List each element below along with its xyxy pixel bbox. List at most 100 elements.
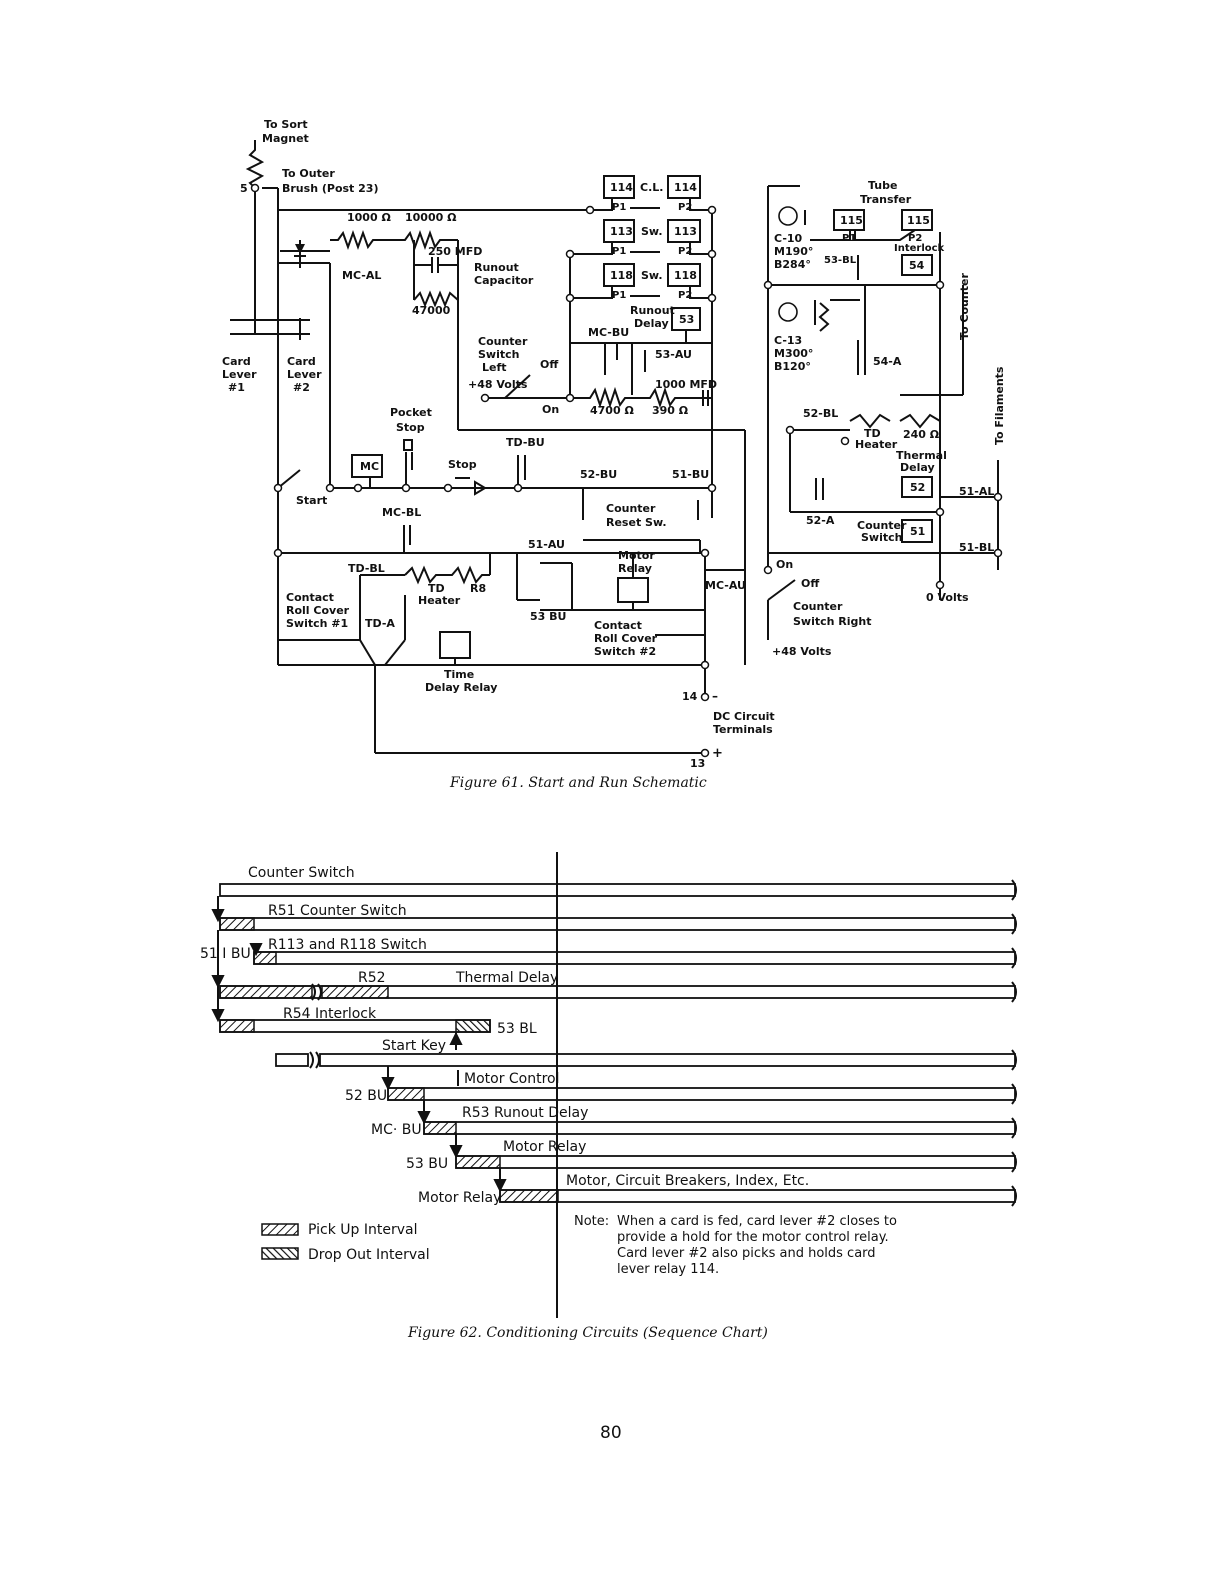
label-td-right: TD bbox=[864, 427, 881, 440]
label-r240: 240 Ω bbox=[903, 428, 940, 441]
label-mc-au: MC-AU bbox=[705, 579, 746, 592]
relay-points-stack bbox=[569, 175, 713, 518]
label-runout-delay-b: Delay bbox=[634, 317, 669, 330]
label-b284: B284° bbox=[774, 258, 811, 271]
label-card-lever2-c: #2 bbox=[293, 381, 310, 394]
label-p2-115: P2 bbox=[908, 233, 922, 244]
label-motor-relay-a: Motor bbox=[618, 549, 655, 562]
label-counter-switch-right-b: Switch bbox=[861, 531, 902, 544]
label-p1-115: P1 bbox=[842, 233, 856, 244]
label-counter-reset-a: Counter bbox=[606, 502, 656, 515]
label-runout: Runout bbox=[474, 261, 519, 274]
label-51-au: 51-AU bbox=[528, 538, 565, 551]
pickup-52bu bbox=[387, 1087, 425, 1101]
label-mc-bu: MC-BU bbox=[588, 326, 629, 339]
label-pocket: Pocket bbox=[390, 406, 432, 419]
label-tube: Tube bbox=[868, 179, 897, 192]
label-relay-113-p1: 113 bbox=[610, 225, 633, 238]
label-53-au: 53-AU bbox=[655, 348, 692, 361]
pickup-motor-relay bbox=[499, 1189, 559, 1203]
pickup-53bu bbox=[455, 1155, 501, 1169]
note-head: Note: bbox=[574, 1214, 609, 1229]
bar-motor-control bbox=[387, 1087, 1016, 1101]
label-runout-delay-a: Runout bbox=[630, 304, 675, 317]
pickup-r52-a bbox=[219, 985, 313, 999]
sequence-chart: Counter Switch R51 Counter Switch R113 a… bbox=[200, 852, 1017, 1341]
page-number: 80 bbox=[600, 1423, 622, 1443]
row-start-key: Start Key bbox=[382, 1038, 446, 1054]
side-mc-bu: MC· BU bbox=[371, 1122, 422, 1138]
label-on-right: On bbox=[776, 558, 793, 571]
label-r10000: 10000 Ω bbox=[405, 211, 457, 224]
legend-dropout-swatch bbox=[261, 1247, 299, 1260]
label-to-counter: To Counter bbox=[958, 273, 971, 340]
label-relay-52: 52 bbox=[910, 481, 925, 494]
pickup-r52-b bbox=[321, 985, 389, 999]
label-contact-roll-cover-1-c: Switch #1 bbox=[286, 617, 348, 630]
row-r52: R52 bbox=[358, 970, 386, 986]
label-transfer: Transfer bbox=[860, 193, 912, 206]
label-relay-115-p1: 115 bbox=[840, 214, 863, 227]
label-motor-relay-b: Relay bbox=[618, 562, 652, 575]
pickup-mcbu bbox=[423, 1121, 457, 1135]
label-c13: C-13 bbox=[774, 334, 802, 347]
diode-symbol bbox=[280, 240, 330, 268]
row-motor-cb: Motor, Circuit Breakers, Index, Etc. bbox=[566, 1173, 809, 1189]
label-brush-post: Brush (Post 23) bbox=[282, 182, 378, 195]
bar-motor-cb bbox=[499, 1189, 1016, 1203]
label-53-bl: 53-BL bbox=[824, 255, 857, 266]
label-off-right: Off bbox=[801, 577, 819, 590]
label-51-al: 51-AL bbox=[959, 485, 994, 498]
label-contact-roll-cover-2-c: Switch #2 bbox=[594, 645, 656, 658]
pickup-r54 bbox=[219, 1019, 255, 1033]
label-to-filaments: To Filaments bbox=[993, 366, 1006, 445]
note-line-3: Card lever #2 also picks and holds card bbox=[617, 1246, 876, 1261]
label-counter-switch-right-c: Counter bbox=[793, 600, 843, 613]
label-counter-switch-left-a: Counter bbox=[478, 335, 528, 348]
label-53-bu: 53 BU bbox=[530, 610, 566, 623]
row-motor-control: Motor Control bbox=[464, 1071, 560, 1087]
label-counter-switch-right-d: Switch Right bbox=[793, 615, 872, 628]
label-start: Start bbox=[296, 494, 327, 507]
bar-start-key-a bbox=[275, 1053, 309, 1067]
row-r54: R54 Interlock bbox=[283, 1006, 377, 1022]
label-mc-bl: MC-BL bbox=[382, 506, 421, 519]
row-thermal-delay: Thermal Delay bbox=[455, 970, 558, 986]
label-p1-118: P1 bbox=[612, 290, 626, 301]
pickup-r51 bbox=[219, 917, 255, 931]
label-relay-54: 54 bbox=[909, 259, 925, 272]
row-r113: R113 and R118 Switch bbox=[268, 937, 427, 953]
label-thermal-delay: Delay bbox=[900, 461, 935, 474]
label-card-lever2-a: Card bbox=[287, 355, 316, 368]
label-dc-circuit: DC Circuit bbox=[713, 710, 775, 723]
row-53-bl: 53 BL bbox=[497, 1021, 537, 1037]
label-r47000: 47000 bbox=[412, 304, 451, 317]
label-contact-roll-cover-2-a: Contact bbox=[594, 619, 642, 632]
label-relay-118-p1: 118 bbox=[610, 269, 633, 282]
label-terminal-14: 14 bbox=[682, 690, 698, 703]
label-cl: C.L. bbox=[640, 181, 663, 194]
label-relay-114-p2: 114 bbox=[674, 181, 697, 194]
row-r53: R53 Runout Delay bbox=[462, 1105, 588, 1121]
label-relay-114-p1: 114 bbox=[610, 181, 633, 194]
row-r51: R51 Counter Switch bbox=[268, 903, 407, 919]
bar-start-key-b bbox=[319, 1053, 1016, 1067]
label-on-left: On bbox=[542, 403, 559, 416]
label-counter-switch-left-c: Left bbox=[482, 361, 507, 374]
row-motor-relay: Motor Relay bbox=[503, 1139, 586, 1155]
counter-switch-left bbox=[485, 374, 712, 409]
label-p2-114: P2 bbox=[678, 202, 692, 213]
note-line-1: When a card is fed, card lever #2 closes… bbox=[617, 1214, 897, 1229]
label-relay-51: 51 bbox=[910, 525, 925, 538]
label-48v-left: +48 Volts bbox=[468, 378, 528, 391]
label-terminal-13: 13 bbox=[690, 757, 705, 770]
label-51-bu: 51-BU bbox=[672, 468, 709, 481]
label-card-lever2-b: Lever bbox=[287, 368, 322, 381]
label-c10: C-10 bbox=[774, 232, 803, 245]
label-stop: Stop bbox=[448, 458, 477, 471]
label-contact-roll-cover-2-b: Roll Cover bbox=[594, 632, 658, 645]
label-interlock: Interlock bbox=[894, 243, 945, 254]
label-card-lever1-c: #1 bbox=[228, 381, 245, 394]
label-sw-113: Sw. bbox=[641, 225, 663, 238]
